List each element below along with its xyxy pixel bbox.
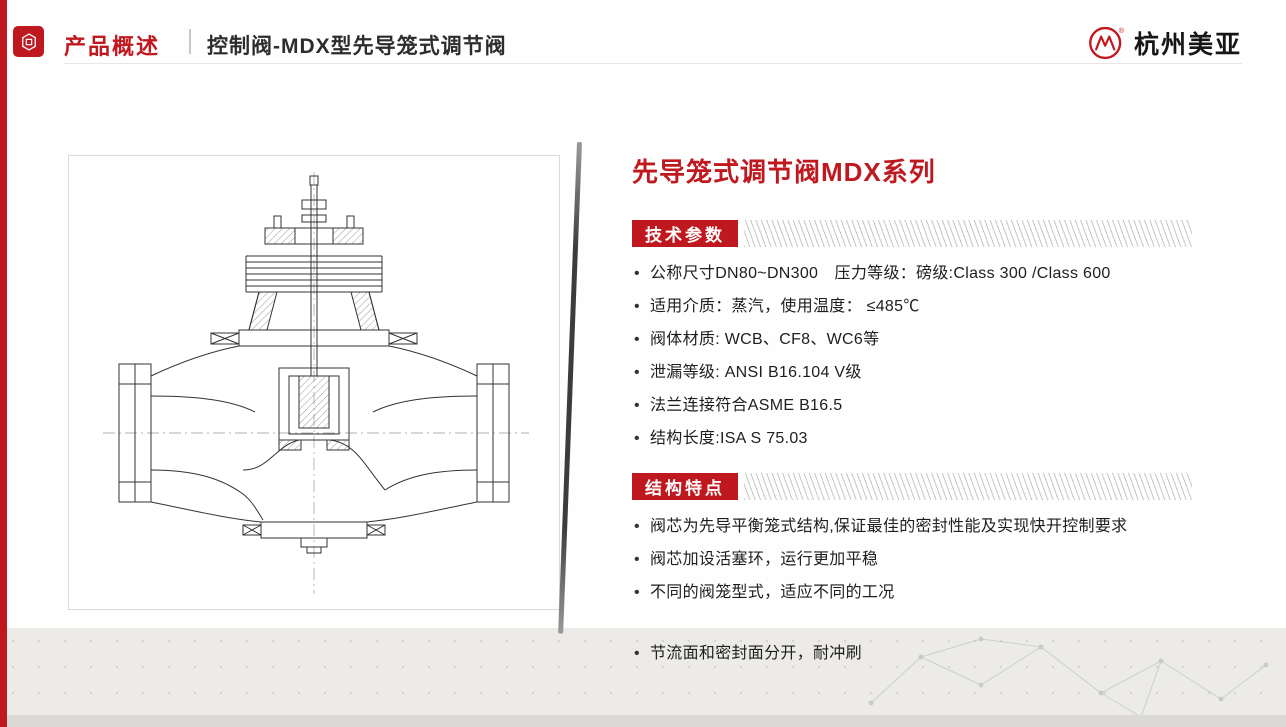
list-item: 法兰连接符合ASME B16.5 bbox=[632, 389, 1192, 422]
header-divider bbox=[189, 29, 191, 54]
hatch-decoration bbox=[744, 472, 1192, 500]
hatch-decoration bbox=[744, 219, 1192, 247]
valve-technical-drawing bbox=[103, 171, 529, 594]
technical-params-header: 技术参数 bbox=[632, 219, 1192, 247]
cube-hexagon-glyph bbox=[21, 32, 36, 51]
list-item: 阀芯加设活塞环，运行更加平稳 bbox=[632, 543, 1192, 576]
header: 产品概述 控制阀-MDX型先导笼式调节阀 ® 杭州美亚 bbox=[0, 0, 1286, 72]
valve-drawing-panel bbox=[68, 155, 560, 610]
registered-mark: ® bbox=[1119, 26, 1125, 35]
section-title: 产品概述 bbox=[64, 34, 161, 59]
content-panel: 先导笼式调节阀MDX系列 技术参数 公称尺寸DN80~DN300 压力等级：磅级… bbox=[632, 157, 1192, 670]
meiya-m-circle-logo: ® bbox=[1089, 26, 1125, 60]
list-item: 泄漏等级: ANSI B16.104 V级 bbox=[632, 356, 1192, 389]
page-divider-shadow bbox=[558, 141, 582, 634]
list-item: 不同的阀笼型式，适应不同的工况 bbox=[632, 576, 1192, 609]
brand-name: 杭州美亚 bbox=[1133, 31, 1242, 59]
page-title: 控制阀-MDX型先导笼式调节阀 bbox=[207, 35, 507, 58]
list-item: 阀芯为先导平衡笼式结构,保证最佳的密封性能及实现快开控制要求 bbox=[632, 510, 1192, 543]
cube-hexagon-icon bbox=[13, 26, 44, 57]
structure-features-header: 结构特点 bbox=[632, 472, 1192, 500]
badge-structure-features: 结构特点 bbox=[632, 472, 738, 500]
list-item: 公称尺寸DN80~DN300 压力等级：磅级:Class 300 /Class … bbox=[632, 257, 1192, 290]
badge-technical-params: 技术参数 bbox=[632, 219, 738, 247]
left-accent-bar bbox=[0, 0, 7, 727]
technical-params-list: 公称尺寸DN80~DN300 压力等级：磅级:Class 300 /Class … bbox=[632, 257, 1192, 455]
list-item: 适用介质：蒸汽，使用温度： ≤485℃ bbox=[632, 290, 1192, 323]
header-rule bbox=[64, 63, 1242, 64]
list-item: 阀体材质: WCB、CF8、WC6等 bbox=[632, 323, 1192, 356]
list-item: 结构长度:ISA S 75.03 bbox=[632, 422, 1192, 455]
list-item: 节流面和密封面分开，耐冲刷 bbox=[632, 637, 1192, 670]
series-title: 先导笼式调节阀MDX系列 bbox=[632, 157, 936, 187]
structure-features-list: 阀芯为先导平衡笼式结构,保证最佳的密封性能及实现快开控制要求 阀芯加设活塞环，运… bbox=[632, 510, 1192, 670]
brand-logo: ® 杭州美亚 bbox=[1088, 24, 1242, 62]
